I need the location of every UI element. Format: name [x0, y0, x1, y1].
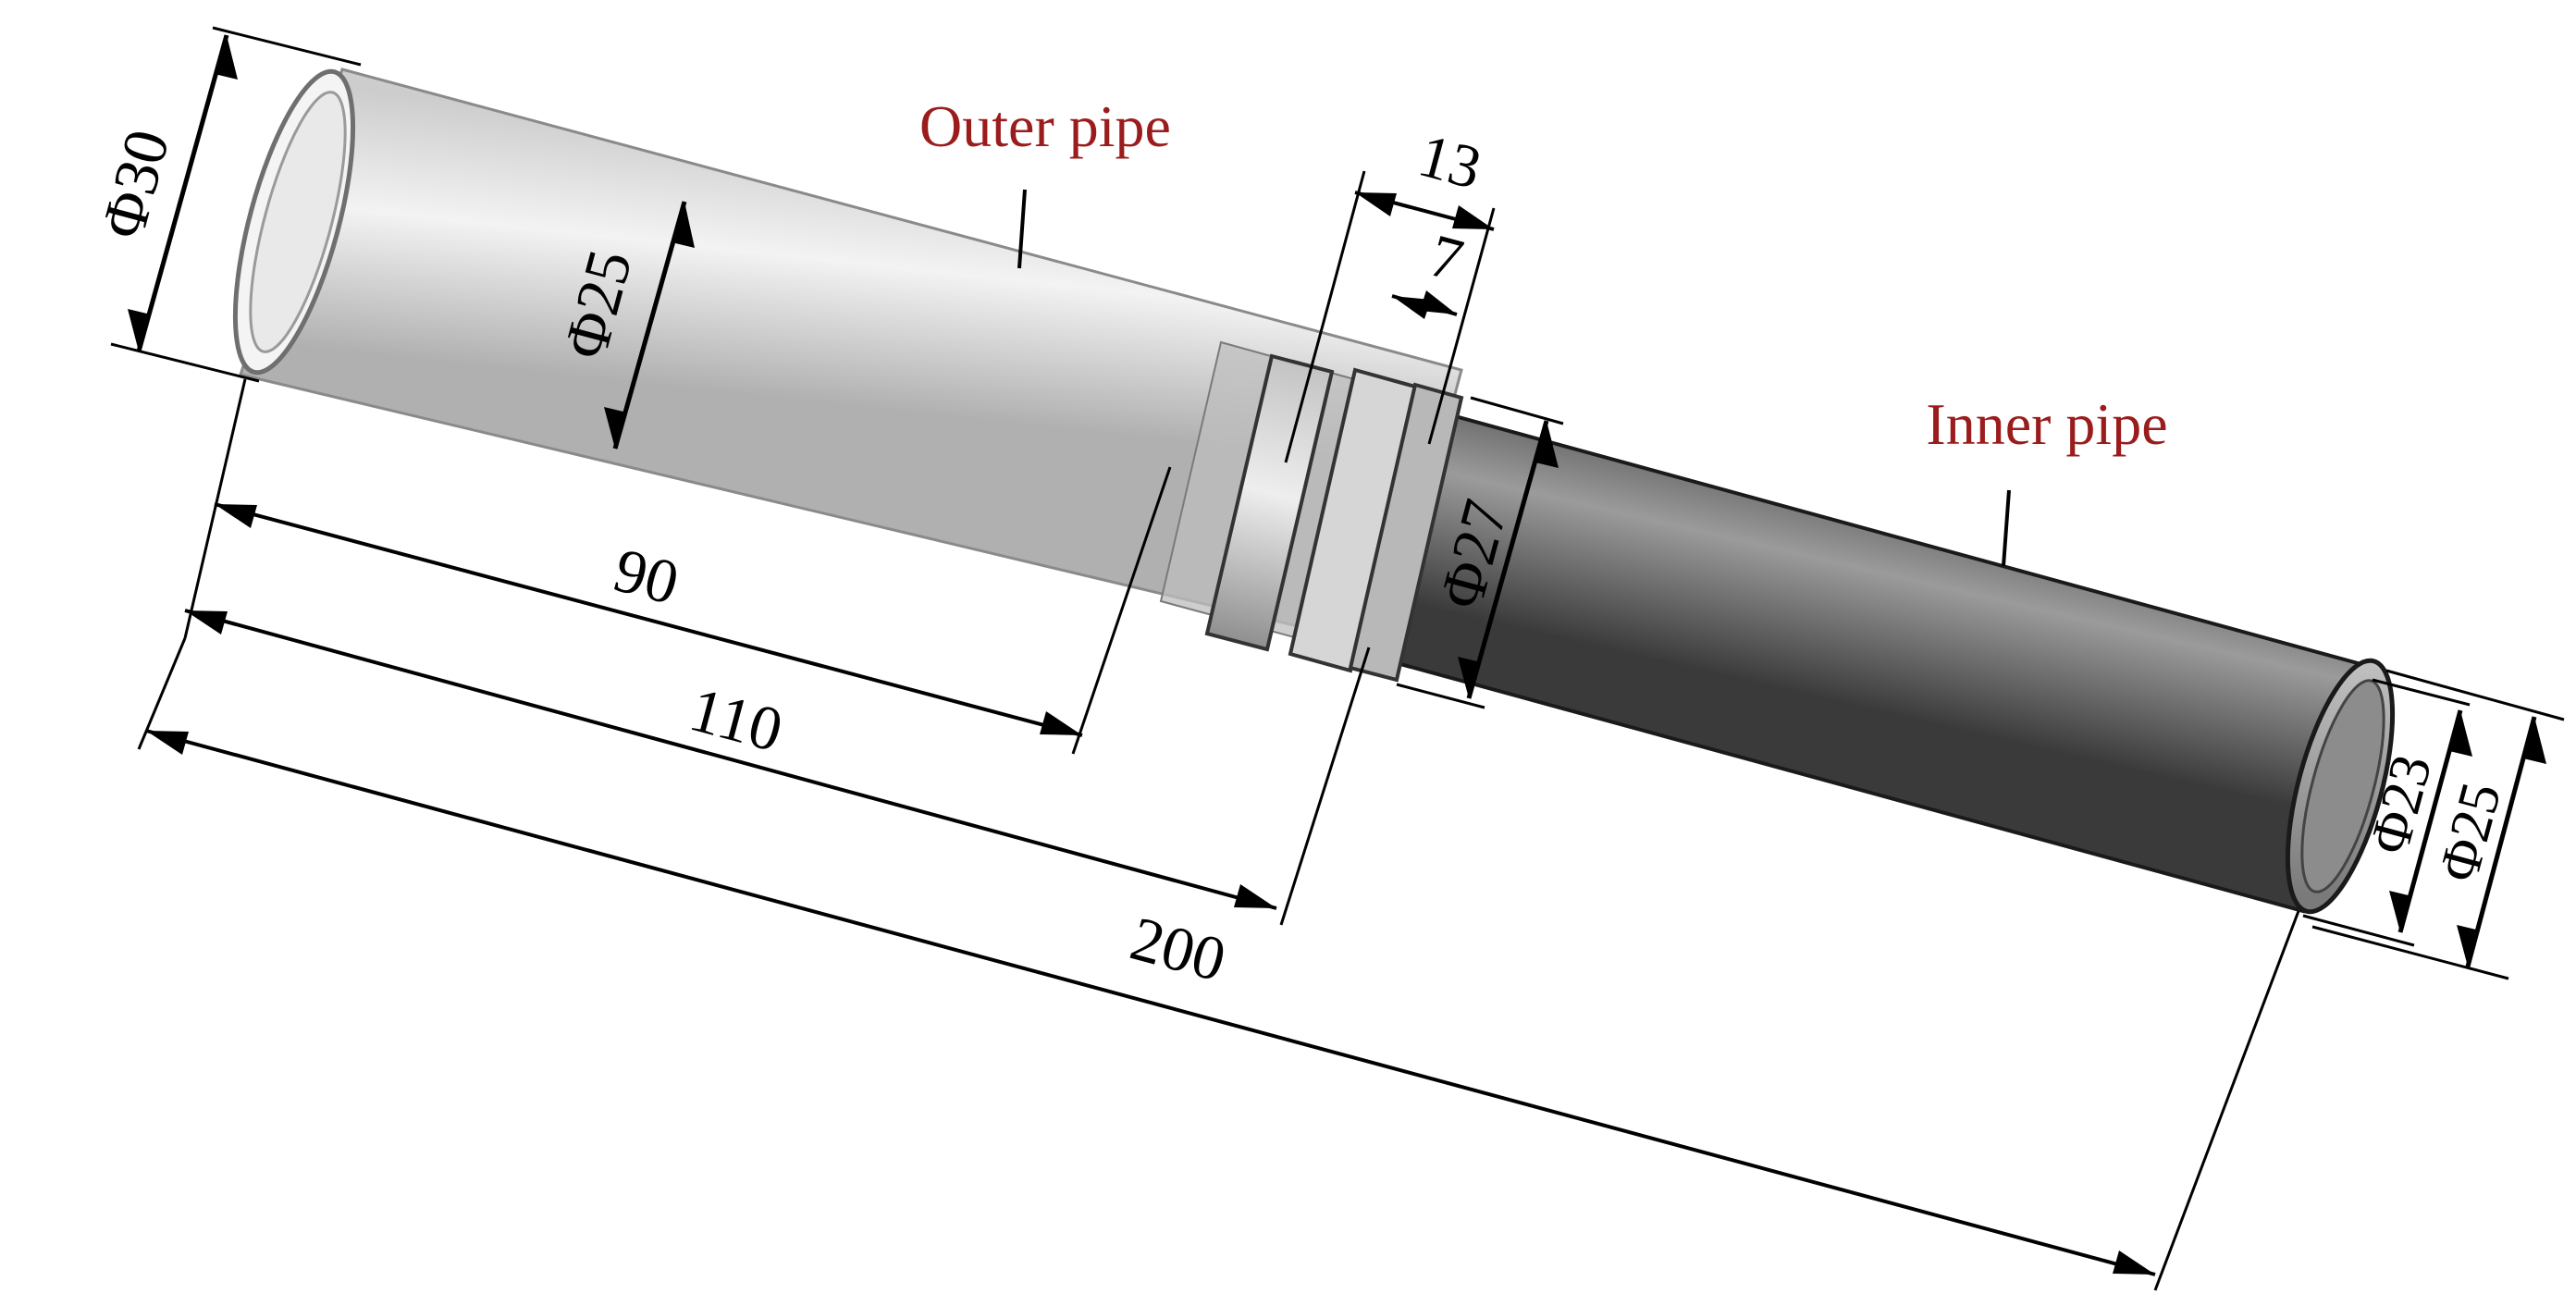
inner-pipe-leader — [2002, 489, 2011, 567]
collar-ring-3 — [1348, 382, 1464, 683]
dim-label-13: 13 — [1411, 121, 1488, 203]
pipe-assembly — [232, 68, 2396, 915]
dim-length-90: 90 — [183, 378, 1172, 755]
inner-pipe-right-end-inner — [2300, 679, 2385, 893]
callouts: Outer pipe Inner pipe — [919, 93, 2168, 567]
dim-length-110: 110 — [184, 609, 1371, 926]
outer-pipe-label: Outer pipe — [919, 93, 1171, 159]
outer-pipe-leader — [1017, 189, 1027, 269]
dim-label-phi30: Φ30 — [87, 122, 183, 245]
dim-collar-width-7: 7 — [1391, 222, 1470, 319]
dim-label-200: 200 — [1124, 903, 1233, 995]
dim-label-90: 90 — [607, 534, 685, 618]
dim-label-7: 7 — [1423, 222, 1470, 295]
outer-pipe-left-end-inner — [249, 91, 347, 353]
collar-ring-2 — [1288, 367, 1418, 673]
inner-pipe-label: Inner pipe — [1926, 391, 2167, 457]
